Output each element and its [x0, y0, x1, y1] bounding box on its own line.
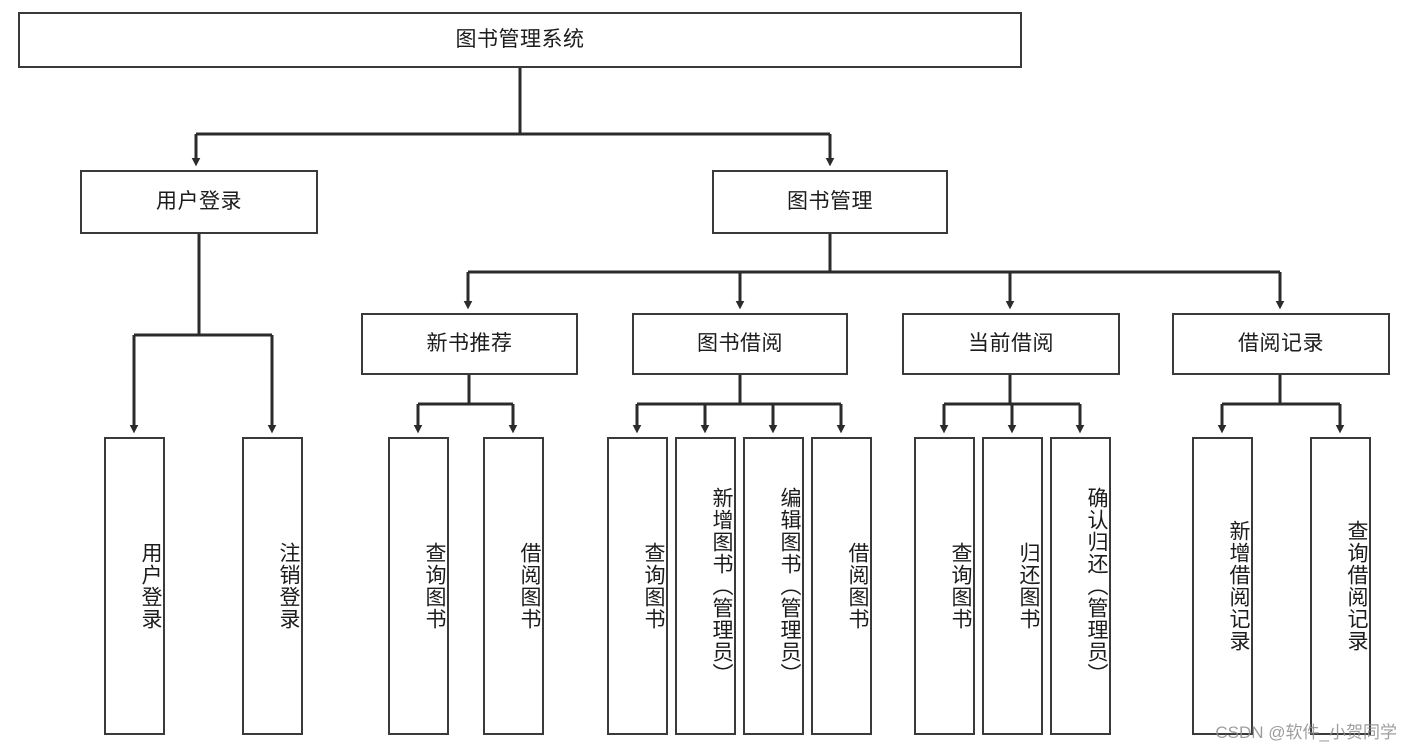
leaf-user-login-logout[interactable]: 注销登录	[242, 437, 303, 735]
node-label: 查询图书	[949, 542, 972, 630]
leaf-current-confirm-return-admin[interactable]: 确认归还（管理员）	[1050, 437, 1111, 735]
node-label: 查询图书	[642, 542, 665, 630]
node-label: 确认归还（管理员）	[1085, 487, 1108, 685]
leaf-current-query-book[interactable]: 查询图书	[914, 437, 975, 735]
leaf-borrow-edit-book-admin[interactable]: 编辑图书（管理员）	[743, 437, 804, 735]
node-borrow-records[interactable]: 借阅记录	[1172, 313, 1390, 375]
watermark-text: CSDN @软件_小贺同学	[1215, 723, 1397, 742]
node-label: 新增借阅记录	[1227, 520, 1250, 652]
leaf-borrow-add-book-admin[interactable]: 新增图书（管理员）	[675, 437, 736, 735]
leaf-current-return-book[interactable]: 归还图书	[982, 437, 1043, 735]
node-label: 借阅图书	[518, 542, 541, 630]
node-label: 编辑图书（管理员）	[778, 487, 801, 685]
node-new-book-recommend[interactable]: 新书推荐	[361, 313, 578, 375]
node-book-borrow[interactable]: 图书借阅	[632, 313, 848, 375]
node-label: 新增图书（管理员）	[710, 487, 733, 685]
node-label: 借阅图书	[846, 542, 869, 630]
node-label: 借阅记录	[1238, 332, 1324, 356]
node-label: 新书推荐	[426, 332, 513, 356]
node-root-system[interactable]: 图书管理系统	[18, 12, 1022, 68]
node-label: 图书管理	[787, 190, 873, 214]
node-user-login[interactable]: 用户登录	[80, 170, 318, 234]
node-label: 注销登录	[277, 542, 300, 630]
leaf-new-book-borrow[interactable]: 借阅图书	[483, 437, 544, 735]
leaf-borrow-query-book[interactable]: 查询图书	[607, 437, 668, 735]
leaf-borrow-borrow-book[interactable]: 借阅图书	[811, 437, 872, 735]
node-label: 归还图书	[1017, 542, 1040, 630]
leaf-records-query-record[interactable]: 查询借阅记录	[1310, 437, 1371, 735]
node-label: 查询借阅记录	[1345, 520, 1368, 652]
node-label: 图书借阅	[697, 332, 783, 356]
leaf-new-book-query[interactable]: 查询图书	[388, 437, 449, 735]
node-label: 图书管理系统	[455, 28, 585, 52]
leaf-records-add-record[interactable]: 新增借阅记录	[1192, 437, 1253, 735]
node-label: 当前借阅	[968, 332, 1054, 356]
node-label: 用户登录	[139, 542, 162, 630]
node-current-borrow[interactable]: 当前借阅	[902, 313, 1120, 375]
leaf-user-login-login[interactable]: 用户登录	[104, 437, 165, 735]
node-label: 查询图书	[423, 542, 446, 630]
node-book-management[interactable]: 图书管理	[712, 170, 948, 234]
node-label: 用户登录	[156, 190, 242, 214]
